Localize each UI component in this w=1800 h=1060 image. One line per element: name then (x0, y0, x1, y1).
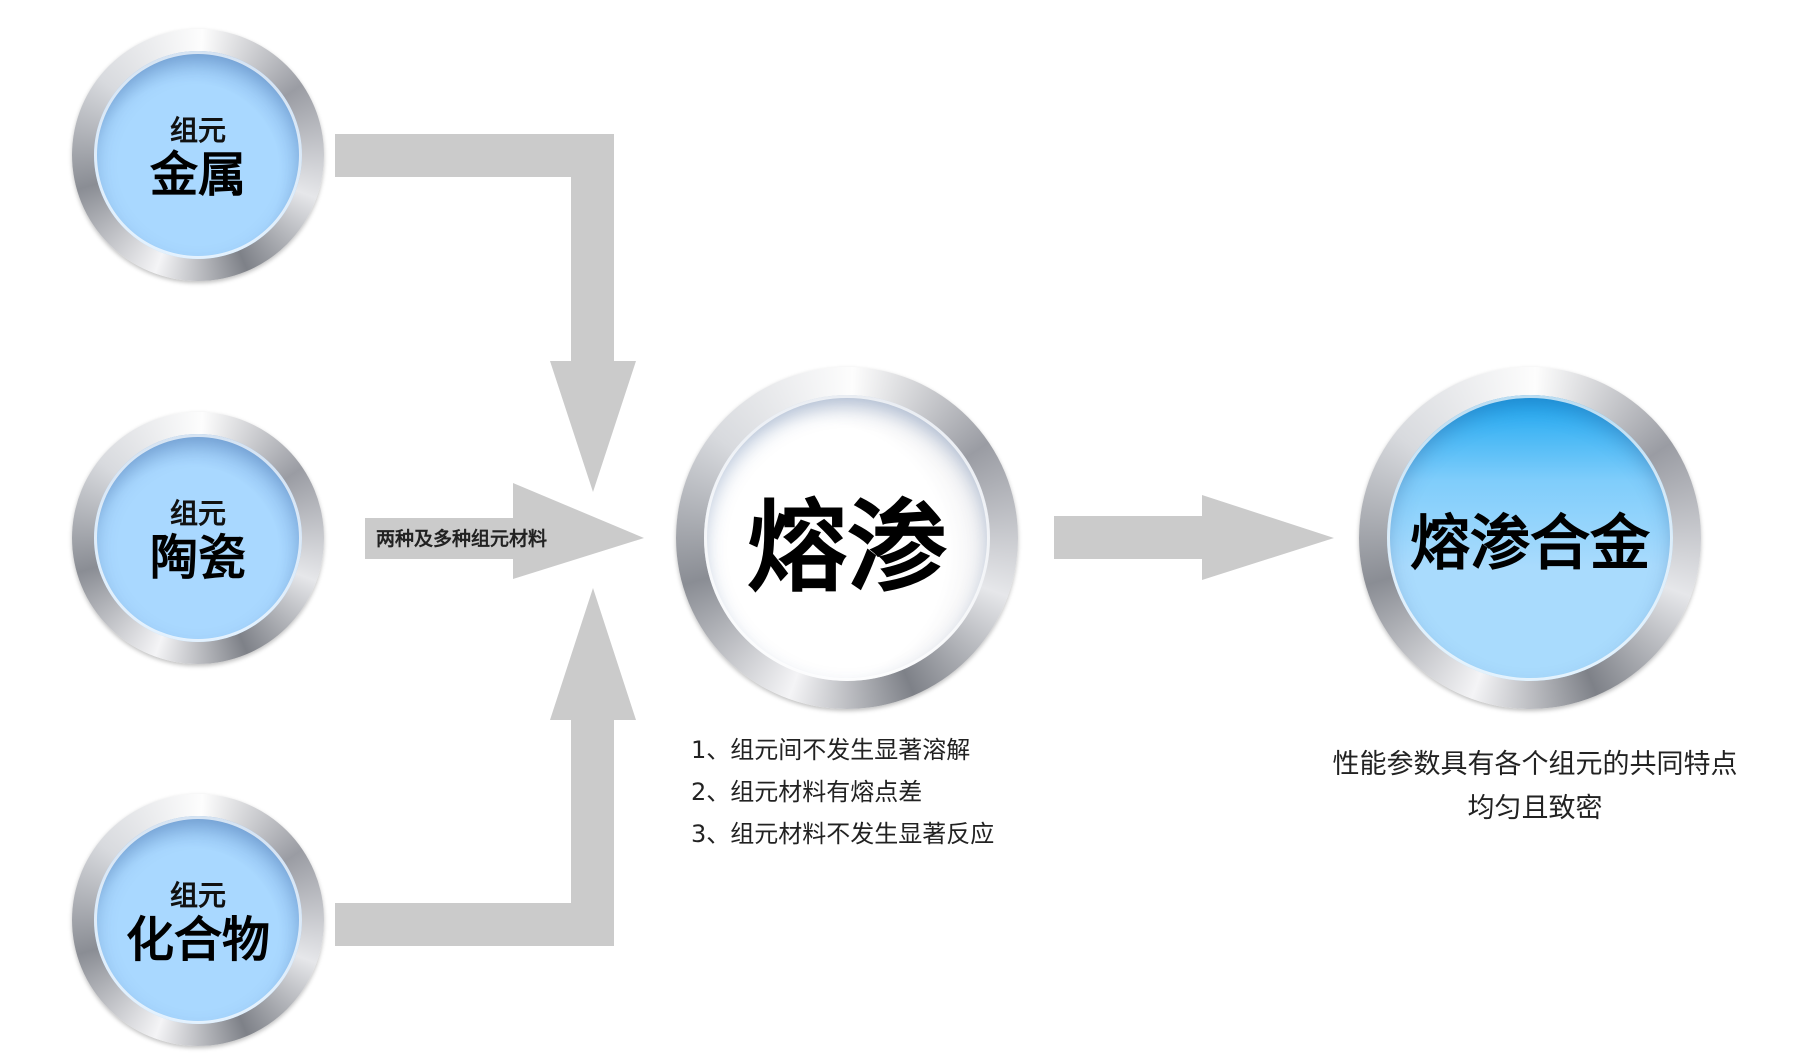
component-label: 金属 (149, 146, 246, 203)
result-label: 熔渗合金 (1410, 508, 1650, 579)
component-label: 陶瓷 (149, 529, 246, 586)
condition-3: 3、组元材料不发生显著反应 (691, 820, 995, 848)
component-compound: 组元 化合物 (72, 794, 324, 1046)
arrow-to-result (1054, 495, 1334, 580)
process-circle: 熔渗 (676, 367, 1018, 709)
component-sub-label: 组元 (169, 496, 226, 530)
component-ceramic: 组元 陶瓷 (72, 412, 324, 664)
arrow-from-ceramic (365, 483, 644, 579)
arrow-from-compound (335, 588, 636, 946)
component-label: 化合物 (125, 911, 270, 968)
result-desc-1: 性能参数具有各个组元的共同特点 (1332, 749, 1738, 780)
component-sub-label: 组元 (169, 113, 226, 147)
arrow-label: 两种及多种组元材料 (376, 528, 548, 550)
component-sub-label: 组元 (169, 878, 226, 912)
result-circle: 熔渗合金 (1359, 367, 1701, 709)
condition-2: 2、组元材料有熔点差 (691, 778, 923, 806)
arrow-from-metal (335, 134, 636, 492)
process-label: 熔渗 (747, 488, 947, 606)
result-desc-2: 均匀且致密 (1467, 793, 1603, 824)
component-metal: 组元 金属 (72, 29, 324, 281)
condition-1: 1、组元间不发生显著溶解 (691, 736, 971, 764)
